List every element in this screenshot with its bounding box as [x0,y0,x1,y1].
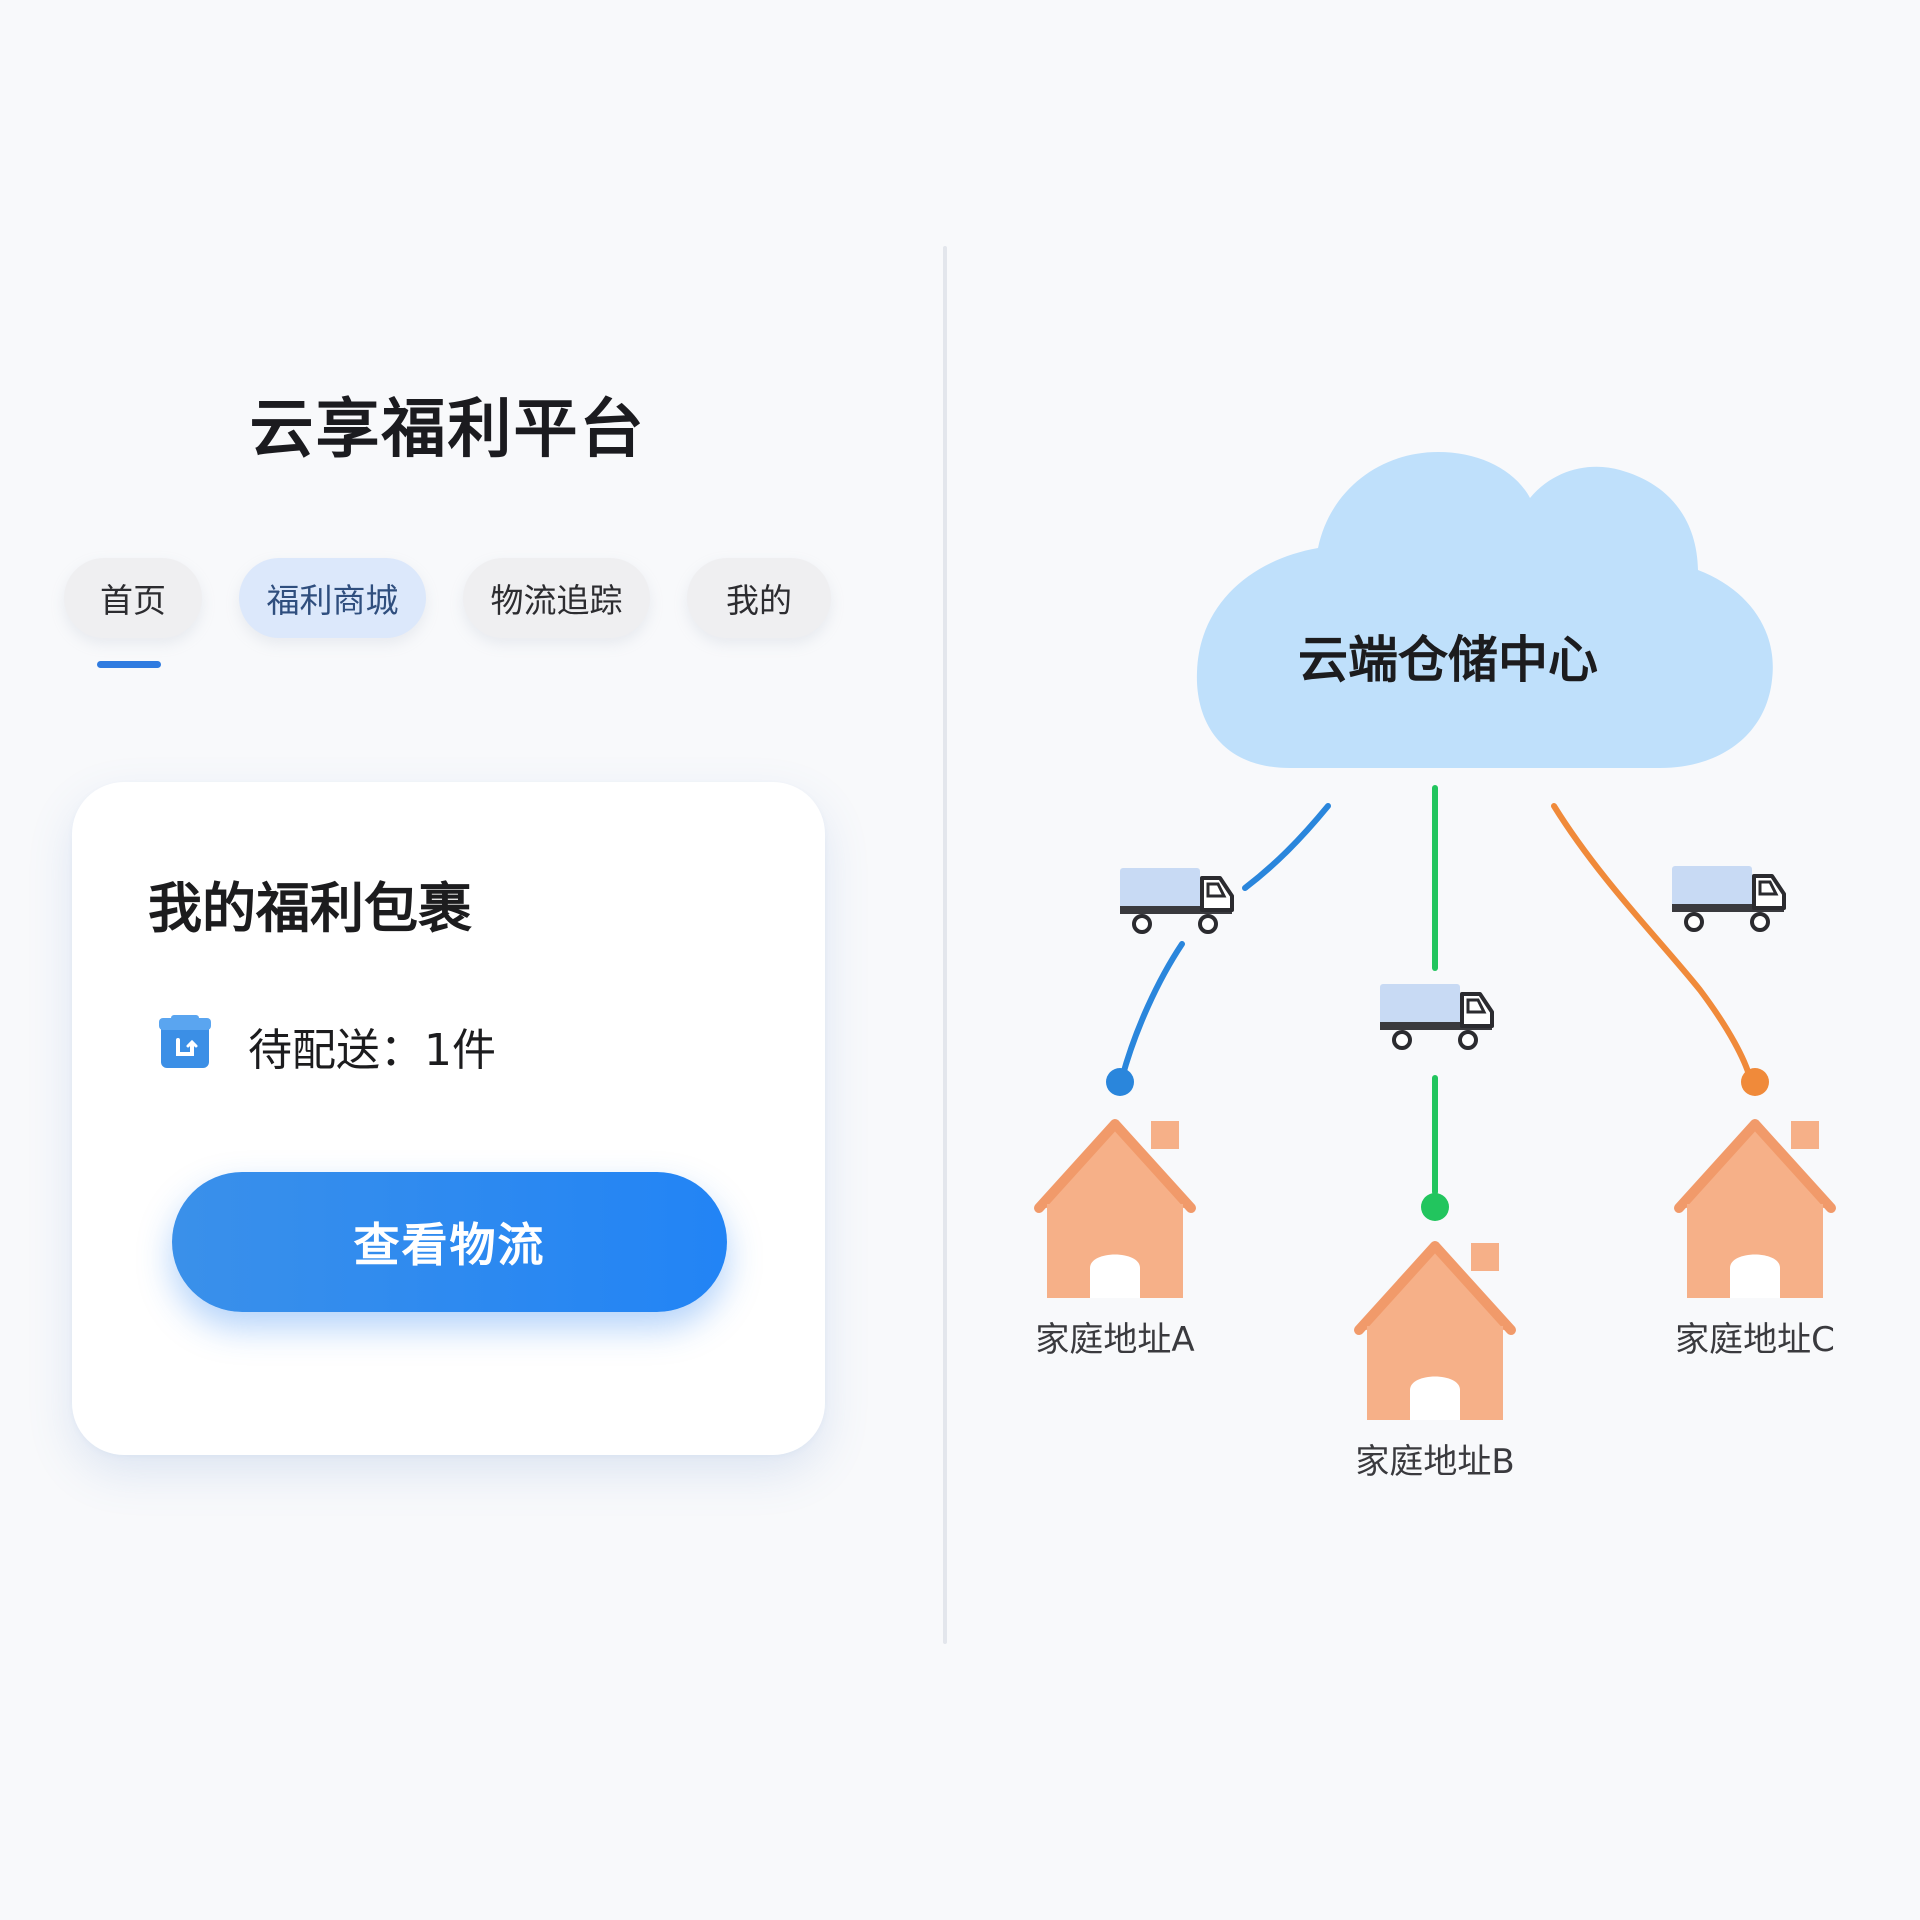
tab-logistics-tracking[interactable]: 物流追踪 [463,558,650,638]
truck-icon-a [1120,868,1234,934]
route-endpoint-a [1106,1068,1134,1096]
home-address-a-label: 家庭地址A [1035,1320,1195,1360]
panel-divider [943,246,947,1644]
house-icon-b [1354,1241,1516,1420]
app-title: 云享福利平台 [249,393,646,467]
tab-active-indicator [97,661,161,668]
route-endpoint-c [1741,1068,1769,1096]
route-line-a-lower [1119,941,1185,1081]
truck-icon-c [1672,866,1786,932]
house-icon-a [1034,1119,1196,1298]
route-line-a-upper [1242,803,1331,891]
truck-icon-b [1380,984,1494,1050]
home-address-c-label: 家庭地址C [1675,1320,1835,1360]
cloud-warehouse-label: 云端仓储中心 [1298,631,1598,689]
tab-home[interactable]: 首页 [64,558,202,638]
route-line-c [1551,803,1753,1081]
home-address-b-label: 家庭地址B [1355,1442,1515,1482]
tab-welfare-mall[interactable]: 福利商城 [239,558,426,638]
package-card: 我的福利包裹 待配送：1件 查看物流 [72,782,825,1455]
package-box-icon [159,1015,211,1068]
cloud-warehouse-icon [1196,452,1773,768]
view-logistics-button[interactable]: 查看物流 [172,1172,727,1312]
tab-mine[interactable]: 我的 [687,558,831,638]
pending-delivery-status: 待配送：1件 [248,1025,496,1076]
route-endpoint-b [1421,1193,1449,1221]
house-icon-c [1674,1119,1836,1298]
card-title: 我的福利包裹 [148,877,472,940]
